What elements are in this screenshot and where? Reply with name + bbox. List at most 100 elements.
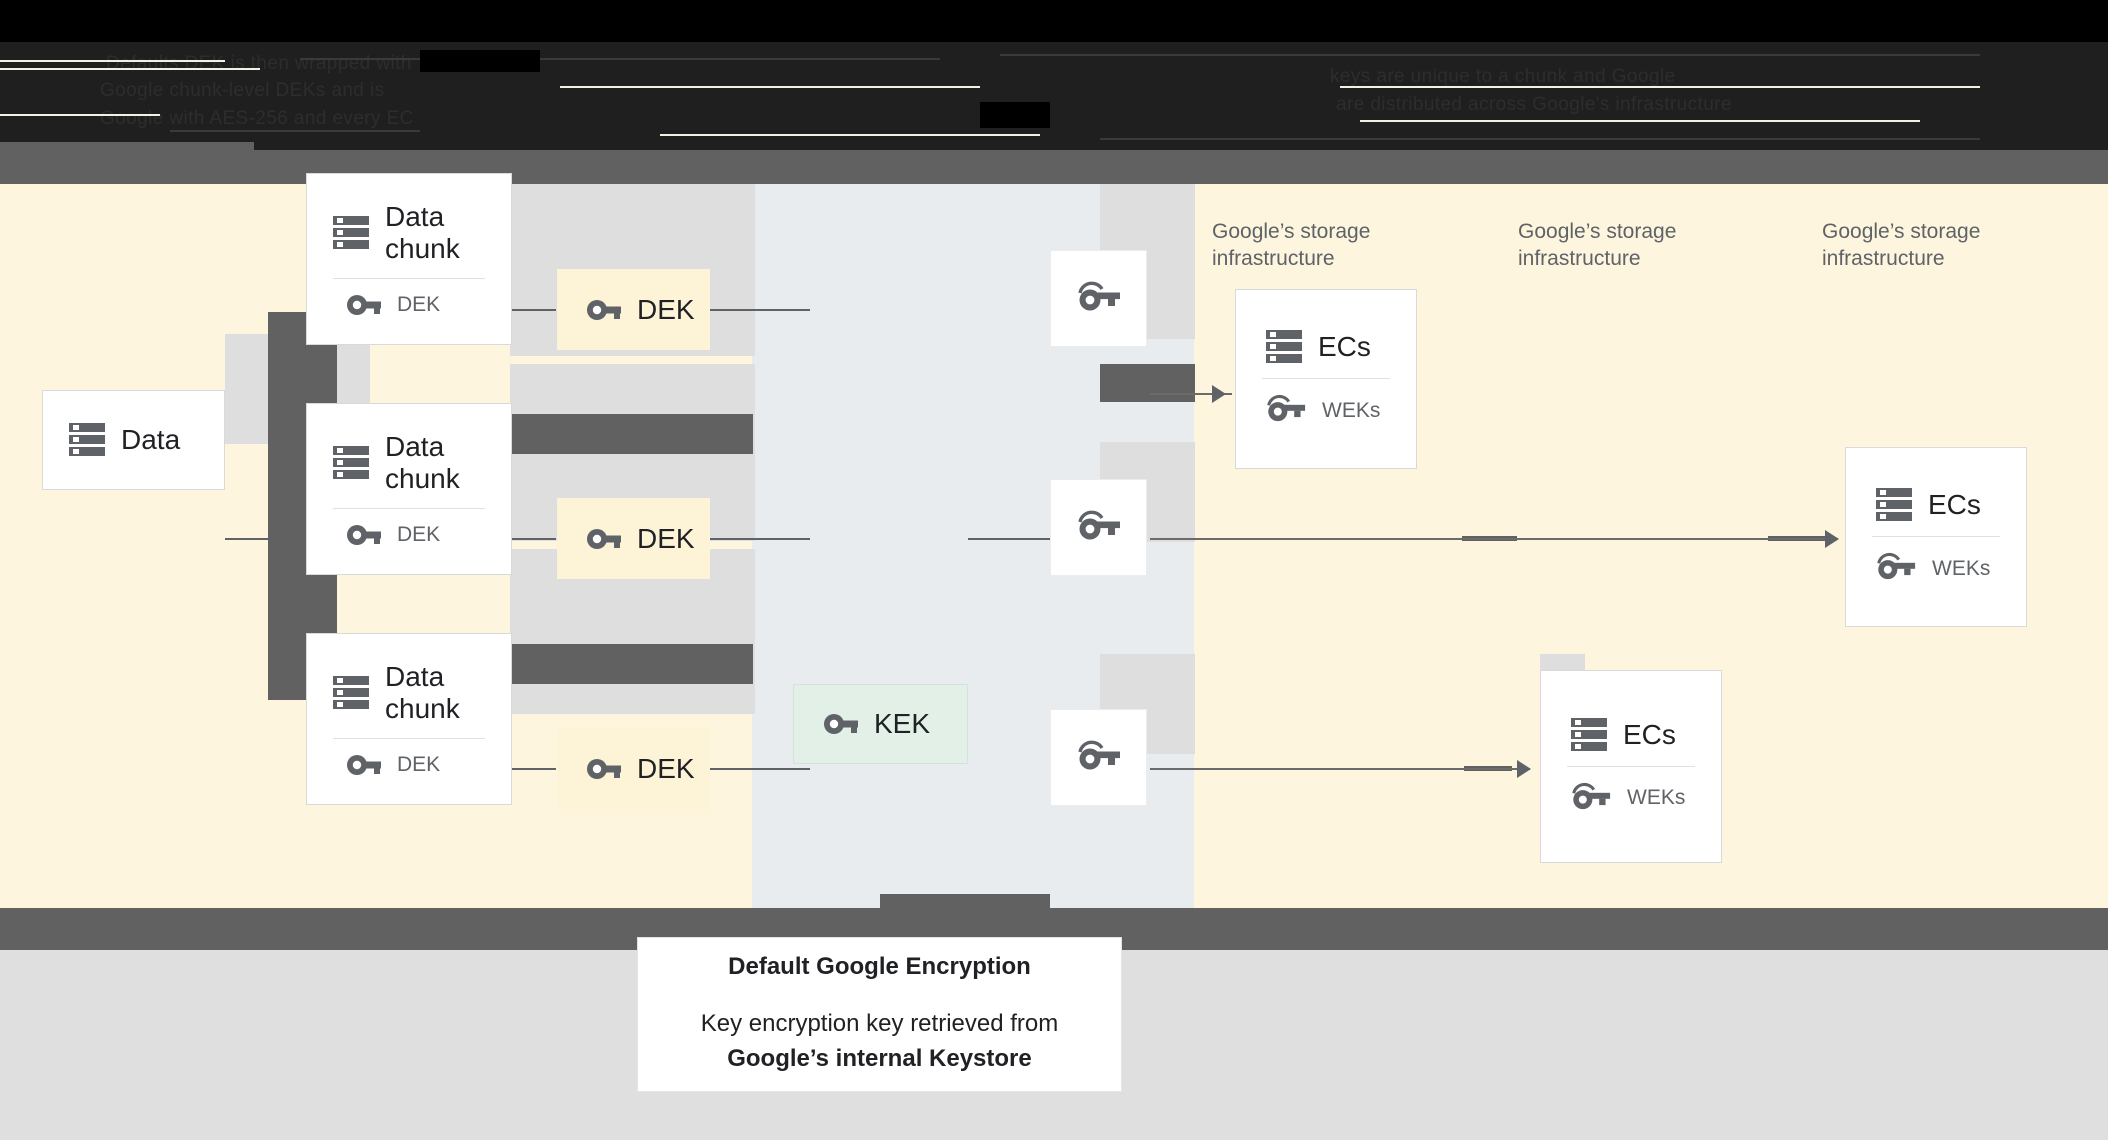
ec1-key-row: WEKs xyxy=(1236,393,1416,428)
zone-label-3: Google’s storage infrastructure xyxy=(1822,218,2002,273)
arrow-line-to-ec-1 xyxy=(1150,393,1232,395)
connector-chunk3-to-dek3 xyxy=(512,768,556,770)
chunk3-divider xyxy=(333,737,485,739)
header-artifact xyxy=(1100,138,1980,140)
chip-dek-1[interactable]: DEK xyxy=(557,269,710,350)
key-icon xyxy=(347,754,381,776)
wrapped-key-icon xyxy=(1266,393,1306,428)
header-artifact xyxy=(1000,54,1980,56)
wrapped-key-tile-1[interactable] xyxy=(1050,250,1147,347)
header-artifact xyxy=(0,68,260,70)
card-ec-3[interactable]: ECs WEKs xyxy=(1540,670,1722,863)
arrow-head-to-ec-2 xyxy=(1825,530,1839,548)
header-glitch-line-3: Google with AES-256 and every EC xyxy=(100,108,414,129)
ec3-key-row: WEKs xyxy=(1541,781,1721,816)
header-glitch-line-5: are distributed across Google's infrastr… xyxy=(1336,94,1732,115)
header-artifact xyxy=(660,134,1040,136)
zone-label-1-text: Google’s storage infrastructure xyxy=(1212,220,1371,271)
header-artifact xyxy=(300,58,940,60)
server-icon xyxy=(333,445,369,480)
card-data-chunk-2[interactable]: Data chunk DEK xyxy=(306,403,512,575)
header-glitch-line-2: Google chunk-level DEKs and is xyxy=(100,80,385,101)
chunk1-divider xyxy=(333,277,485,279)
wrapped-key-tile-3[interactable] xyxy=(1050,709,1147,806)
wrapped-key-icon xyxy=(1077,509,1121,546)
wrapped-key-icon xyxy=(1077,280,1121,317)
chunk2-title: Data chunk xyxy=(385,431,460,494)
connector-dek3-to-key3 xyxy=(710,768,810,770)
arrow-line-to-ec-3 xyxy=(1150,768,1530,770)
ec1-title: ECs xyxy=(1318,331,1371,363)
connector-kek-to-key2 xyxy=(968,538,1050,540)
wrapped-key-icon xyxy=(1077,739,1121,776)
ec3-key-label: WEKs xyxy=(1627,786,1686,809)
chunk1-title: Data chunk xyxy=(385,201,460,264)
chunk1-key-label: DEK xyxy=(397,292,441,316)
header-glitch-line-1: Defaults DEK is then wrapped with xyxy=(106,53,412,74)
zone-label-1: Google’s storage infrastructure xyxy=(1212,218,1392,273)
chip-dek-2-label: DEK xyxy=(637,522,695,554)
chunk3-title: Data chunk xyxy=(385,661,460,724)
key-icon xyxy=(587,299,621,321)
key-icon xyxy=(347,294,381,316)
key-icon xyxy=(587,528,621,550)
connector-chunk1-to-dek1 xyxy=(512,309,556,311)
ec1-divider xyxy=(1262,378,1390,379)
chunk2-divider xyxy=(333,507,485,509)
header-artifact xyxy=(1340,86,1980,88)
ec3-divider xyxy=(1567,765,1695,767)
server-icon xyxy=(333,215,369,250)
key-icon xyxy=(824,713,858,735)
header-artifact xyxy=(0,60,225,62)
card-data-chunk-1[interactable]: Data chunk DEK xyxy=(306,173,512,345)
caption-body: Key encryption key retrieved from Google… xyxy=(701,1007,1058,1075)
wrapped-key-icon xyxy=(1876,551,1916,586)
card-ec-2[interactable]: ECs WEKs xyxy=(1845,447,2027,627)
chunk2-key-label: DEK xyxy=(397,522,441,546)
key-icon xyxy=(347,524,381,546)
zone-label-2: Google’s storage infrastructure xyxy=(1518,218,1698,273)
chunk3-key-row: DEK xyxy=(307,753,511,777)
wrapped-key-icon xyxy=(1571,781,1611,816)
chunk1-key-row: DEK xyxy=(307,293,511,317)
header-artifact xyxy=(420,50,540,72)
header-obscured-region: Defaults DEK is then wrapped with Google… xyxy=(0,42,2108,150)
connector-dek2-to-key2 xyxy=(710,538,810,540)
chunk2-top-row: Data chunk xyxy=(307,431,511,494)
card-source-title: Data xyxy=(121,424,181,456)
header-black-bar xyxy=(0,0,2108,42)
header-glitch-line-4: keys are unique to a chunk and Google xyxy=(1330,66,1676,87)
chip-kek-label: KEK xyxy=(874,708,931,739)
header-artifact xyxy=(1360,120,1920,122)
ec1-top-row: ECs xyxy=(1236,330,1416,364)
ec3-top-row: ECs xyxy=(1541,717,1721,752)
ec1-key-label: WEKs xyxy=(1322,398,1381,422)
server-icon xyxy=(333,675,369,710)
caption-line-1: Key encryption key retrieved from xyxy=(700,1010,1059,1038)
card-data-source[interactable]: Data xyxy=(42,390,225,490)
chip-dek-3[interactable]: DEK xyxy=(557,728,710,809)
server-icon xyxy=(1571,717,1607,752)
caption-box: Default Google Encryption Key encryption… xyxy=(637,937,1122,1092)
card-source-row: Data xyxy=(43,423,224,457)
occlusion-caption-top-bar xyxy=(880,894,1050,908)
chunk2-key-row: DEK xyxy=(307,523,511,547)
wrapped-key-tile-2[interactable] xyxy=(1050,479,1147,576)
chip-dek-2[interactable]: DEK xyxy=(557,498,710,579)
caption-line-2: Google’s internal Keystore xyxy=(727,1044,1032,1072)
occlusion-arrow-bar-row1 xyxy=(1100,364,1195,402)
arrow-head-to-ec-1 xyxy=(1212,385,1226,403)
arrow-line-to-ec-2 xyxy=(1150,538,1838,540)
chunk3-top-row: Data chunk xyxy=(307,661,511,724)
key-icon xyxy=(587,758,621,780)
ec2-key-label: WEKs xyxy=(1932,556,1991,580)
chip-kek[interactable]: KEK xyxy=(793,684,968,764)
card-data-chunk-3[interactable]: Data chunk DEK xyxy=(306,633,512,805)
connector-source-to-split xyxy=(225,538,305,540)
chunk3-key-label: DEK xyxy=(397,752,441,776)
card-ec-1[interactable]: ECs WEKs xyxy=(1235,289,1417,469)
ec3-title: ECs xyxy=(1623,718,1676,750)
header-artifact xyxy=(980,102,1050,128)
header-artifact xyxy=(0,114,160,116)
